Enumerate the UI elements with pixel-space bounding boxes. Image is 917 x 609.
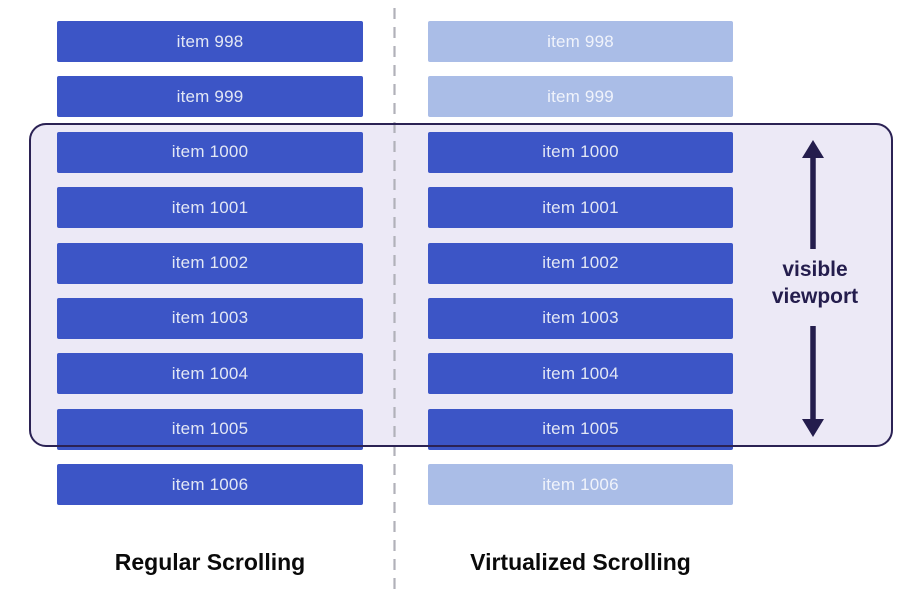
list-item-label: item 1001	[171, 197, 249, 217]
list-item-item-999: item 999	[428, 76, 733, 118]
list-item-label: item 1002	[542, 253, 619, 273]
list-item-label: item 1000	[542, 142, 619, 162]
list-item-item-999: item 999	[57, 76, 363, 118]
arrow-up-icon	[802, 140, 824, 249]
list-item-item-1005: item 1005	[428, 408, 733, 450]
list-item-item-1006: item 1006	[57, 464, 363, 506]
list-item-item-1002: item 1002	[57, 242, 363, 284]
list-item-label: item 1006	[542, 474, 619, 494]
list-item-label: item 1006	[171, 474, 249, 494]
list-item-label: item 998	[547, 31, 614, 51]
list-item-item-1003: item 1003	[57, 297, 363, 339]
list-item-item-1000: item 1000	[428, 131, 733, 173]
list-item-label: item 1000	[171, 142, 249, 162]
list-item-item-1004: item 1004	[428, 353, 733, 395]
list-item-label: item 1004	[542, 363, 619, 383]
list-item-label: item 1003	[171, 308, 249, 328]
list-item-label: item 1001	[542, 197, 619, 217]
list-item-item-1005: item 1005	[57, 408, 363, 450]
list-item-item-998: item 998	[57, 21, 363, 62]
list-item-label: item 1005	[542, 419, 619, 439]
list-item-label: item 998	[176, 31, 244, 51]
list-item-label: item 999	[176, 86, 244, 106]
column-divider-line	[393, 8, 396, 590]
list-item-item-1003: item 1003	[428, 297, 733, 339]
arrow-down-icon	[802, 326, 824, 437]
list-item-label: item 1005	[171, 419, 249, 439]
list-item-item-1001: item 1001	[57, 187, 363, 229]
viewport-extent-arrow	[802, 140, 824, 437]
list-item-item-1004: item 1004	[57, 353, 363, 395]
list-item-item-1006: item 1006	[428, 464, 733, 506]
list-item-item-1000: item 1000	[57, 131, 363, 173]
virtualized-scrolling-column: item 998 item 999 item 1000 item 1001 item 1…	[428, 21, 733, 506]
list-item-item-1001: item 1001	[428, 187, 733, 229]
viewport-label: visible viewport	[771, 258, 859, 308]
virtualized-scrolling-label: Virtualized Scrolling	[470, 549, 691, 575]
regular-scrolling-label: Regular Scrolling	[114, 549, 306, 575]
list-item-label: item 999	[547, 86, 614, 106]
list-item-label: item 1003	[542, 308, 619, 328]
list-item-label: item 1004	[171, 363, 249, 383]
regular-scrolling-column: item 998 item 999 item 1000 item 1001 item 1…	[57, 21, 363, 506]
list-item-item-998: item 998	[428, 21, 733, 62]
list-item-item-1002: item 1002	[428, 242, 733, 284]
list-item-label: item 1002	[171, 253, 249, 273]
